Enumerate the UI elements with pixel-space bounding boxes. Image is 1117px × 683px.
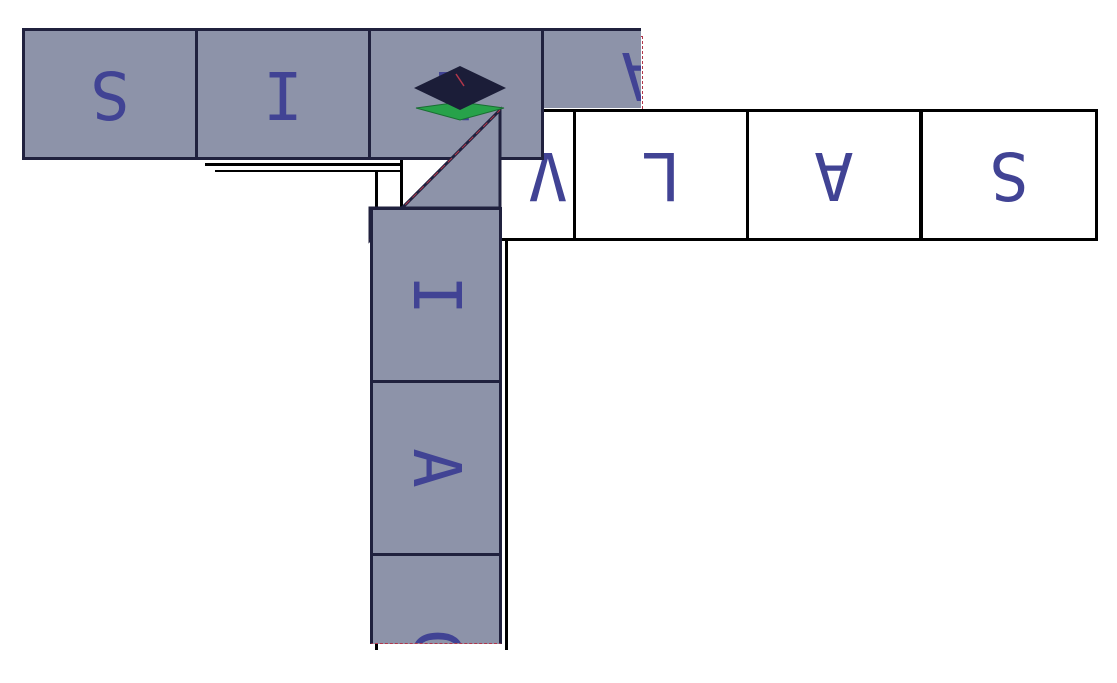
board-tile[interactable]: L	[573, 109, 749, 241]
board-grid-line	[205, 163, 437, 166]
board-tile[interactable]: S	[920, 109, 1098, 241]
tile-letter: C	[398, 628, 475, 643]
tile-letter: A	[398, 448, 475, 488]
board-grid-line	[215, 170, 445, 172]
drag-tile[interactable]: I	[370, 207, 502, 383]
board-grid-line	[505, 170, 508, 650]
drag-tile[interactable]: I	[195, 28, 371, 160]
drag-tile[interactable]: A	[370, 380, 502, 556]
drag-tile[interactable]: C	[370, 553, 502, 644]
tile-letter: I	[398, 275, 475, 315]
tile-stack-icon[interactable]	[412, 62, 508, 132]
drag-tile[interactable]: A	[541, 28, 641, 108]
